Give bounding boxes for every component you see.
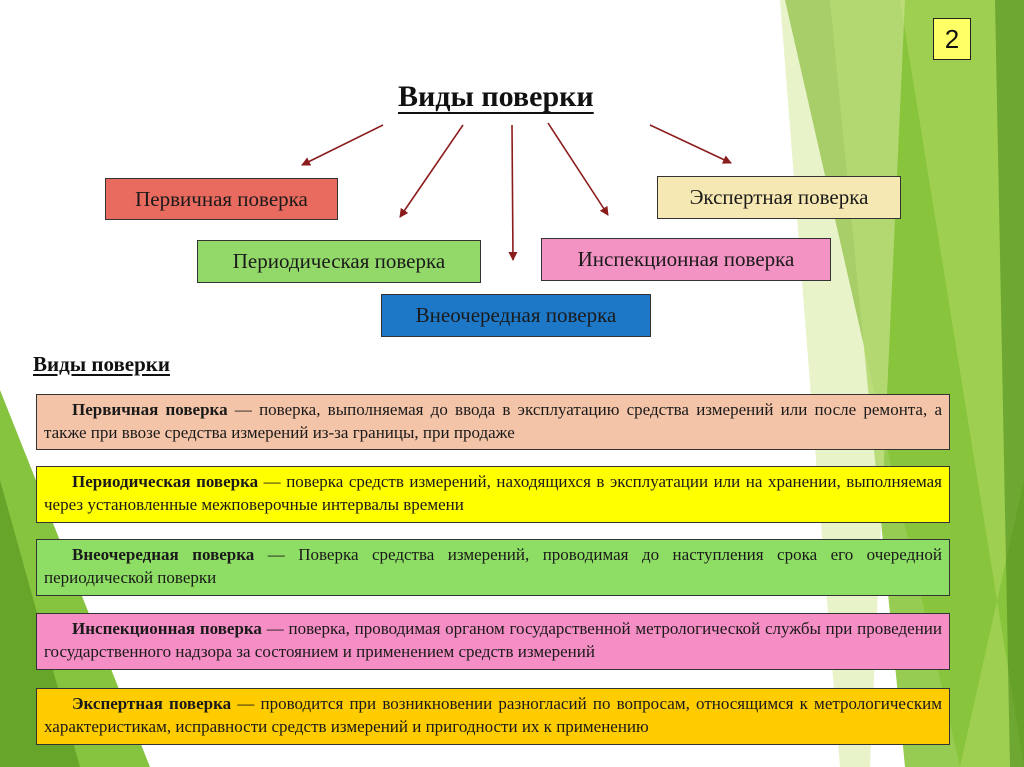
definition-text: — поверка, выполняемая до ввода в эксплу…: [44, 400, 942, 442]
box-periodic-verification: Периодическая поверка: [197, 240, 481, 283]
arrow-to-primary: [301, 124, 384, 166]
arrow-to-expert: [649, 124, 732, 164]
box-inspection-verification: Инспекционная поверка: [541, 238, 831, 281]
box-extraordinary-verification: Внеочередная поверка: [381, 294, 651, 337]
arrow-to-inspection: [547, 122, 609, 216]
definition-term: Внеочередная поверка: [72, 545, 255, 564]
green-stripe-light: [900, 0, 1024, 767]
definition-text: — поверка, проводимая органом государств…: [44, 619, 942, 661]
definition-expert: Экспертная поверка — проводится при возн…: [36, 688, 950, 745]
definition-text: — проводится при возникновении разноглас…: [44, 694, 943, 736]
definition-term: Экспертная поверка: [72, 694, 232, 713]
slide-number: 2: [933, 18, 971, 60]
definition-text: — поверка средств измерений, находящихся…: [44, 472, 942, 514]
box-primary-verification: Первичная поверка: [105, 178, 338, 220]
definition-periodic: Периодическая поверка — поверка средств …: [36, 466, 950, 523]
definition-term: Периодическая поверка: [72, 472, 259, 491]
definition-text: — Поверка средства измерений, проводимая…: [44, 545, 942, 587]
definition-inspection: Инспекционная поверка — поверка, проводи…: [36, 613, 950, 670]
arrow-to-extraordinary: [508, 124, 518, 261]
box-expert-verification: Экспертная поверка: [657, 176, 901, 219]
definition-primary: Первичная поверка — поверка, выполняемая…: [36, 394, 950, 450]
diagram-title: Виды поверки: [398, 80, 594, 113]
green-edge-right: [995, 0, 1024, 767]
arrow-to-periodic: [399, 124, 464, 218]
definition-term: Инспекционная поверка: [72, 619, 262, 638]
definition-term: Первичная поверка: [72, 400, 228, 419]
definition-extraordinary: Внеочередная поверка — Поверка средства …: [36, 539, 950, 596]
section-subtitle: Виды поверки: [33, 352, 170, 376]
